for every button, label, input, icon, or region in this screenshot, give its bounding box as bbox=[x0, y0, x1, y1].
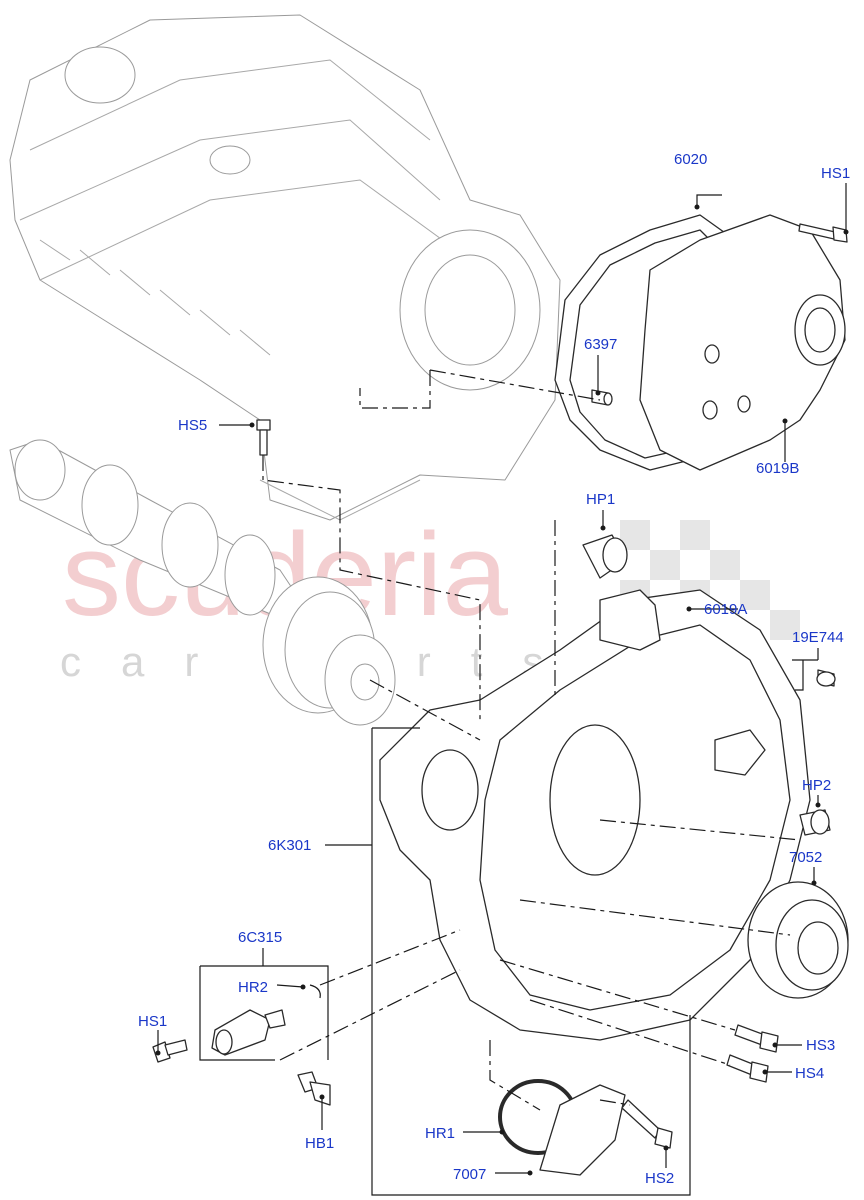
bolt-hs1-top bbox=[798, 223, 849, 243]
sensor-6c315 bbox=[211, 1009, 286, 1056]
label-6019a: 6019A bbox=[704, 601, 747, 618]
label-7052: 7052 bbox=[789, 849, 822, 866]
label-hs2: HS2 bbox=[645, 1170, 674, 1187]
label-hs3: HS3 bbox=[806, 1037, 835, 1054]
bolt-hs2 bbox=[621, 1099, 673, 1151]
label-hp2: HP2 bbox=[802, 777, 831, 794]
label-hs1-top: HS1 bbox=[821, 165, 850, 182]
cylinder-head-assembly bbox=[9, 14, 561, 521]
bolt-hs3 bbox=[734, 1024, 779, 1053]
label-6c315: 6C315 bbox=[238, 929, 282, 946]
label-hs1-left: HS1 bbox=[138, 1013, 167, 1030]
label-6397: 6397 bbox=[584, 336, 617, 353]
label-6k301: 6K301 bbox=[268, 837, 311, 854]
label-hp1: HP1 bbox=[586, 491, 615, 508]
bolt-hs5 bbox=[249, 419, 271, 456]
plug-hp1 bbox=[582, 525, 628, 579]
bolt-hs1-left bbox=[152, 1039, 188, 1063]
label-7007: 7007 bbox=[453, 1166, 486, 1183]
callout-labels: 6020 HS1 6397 HS5 6019B HP1 6019A 19E744… bbox=[138, 151, 850, 1187]
label-hr2: HR2 bbox=[238, 979, 268, 996]
camshaft bbox=[9, 439, 396, 726]
alignment-lines bbox=[262, 369, 801, 1111]
label-hs4: HS4 bbox=[795, 1065, 824, 1082]
label-6019b: 6019B bbox=[756, 460, 799, 477]
bolt-hb1 bbox=[297, 1071, 331, 1106]
leader-lines bbox=[157, 183, 847, 1196]
rear-cover-plate bbox=[379, 589, 811, 1041]
plug-hp2 bbox=[799, 802, 831, 836]
cover-7007 bbox=[527, 1084, 626, 1176]
bolt-hs4 bbox=[726, 1054, 769, 1083]
label-hr1: HR1 bbox=[425, 1125, 455, 1142]
timing-cover bbox=[639, 214, 846, 471]
label-19e744: 19E744 bbox=[792, 629, 844, 646]
label-hs5: HS5 bbox=[178, 417, 207, 434]
oil-seal-7052 bbox=[747, 880, 849, 999]
o-ring-hr2 bbox=[300, 984, 321, 999]
label-hb1: HB1 bbox=[305, 1135, 334, 1152]
label-6020: 6020 bbox=[674, 151, 707, 168]
plug-19e744 bbox=[816, 669, 836, 687]
